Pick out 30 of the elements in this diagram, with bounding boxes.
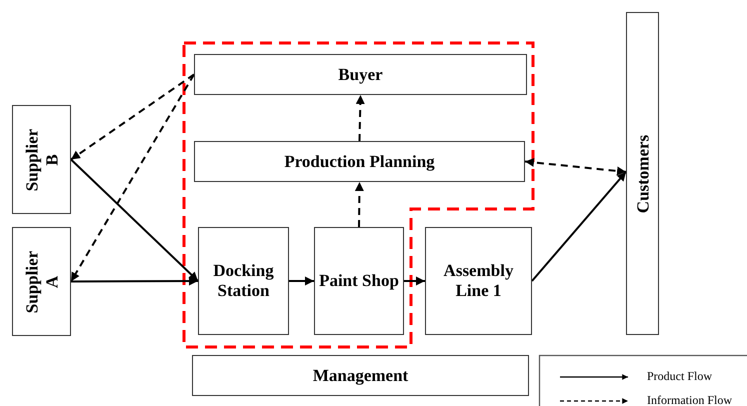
arrow [70, 74, 195, 282]
box-label: Buyer [338, 64, 383, 84]
box-label: Docking Station [212, 261, 275, 301]
box-label: Management [312, 366, 408, 386]
box-label: Paint Shop [319, 271, 399, 291]
arrow [356, 94, 365, 142]
process-box [314, 227, 404, 335]
box-label: Customers [632, 134, 652, 213]
box-label: Supplier A [22, 249, 62, 315]
arrow [531, 171, 627, 282]
process-box [194, 141, 525, 182]
arrow [404, 276, 425, 286]
process-box [12, 105, 71, 214]
arrow [70, 74, 195, 160]
arrow [71, 276, 198, 286]
box-label: Assembly Line 1 [442, 261, 514, 301]
process-box [192, 355, 529, 396]
arrow [524, 158, 626, 176]
legend-label: Information Flow [647, 393, 732, 406]
box-label: Production Planning [284, 152, 435, 172]
process-box [194, 54, 527, 95]
process-box [425, 227, 532, 335]
process-box [198, 227, 289, 335]
process-box [12, 227, 71, 336]
arrow [289, 276, 314, 286]
arrow [70, 158, 199, 282]
arrow [354, 182, 364, 228]
box-label: Supplier B [22, 127, 62, 193]
legend-label: Product Flow [647, 369, 712, 384]
process-box [626, 12, 659, 335]
